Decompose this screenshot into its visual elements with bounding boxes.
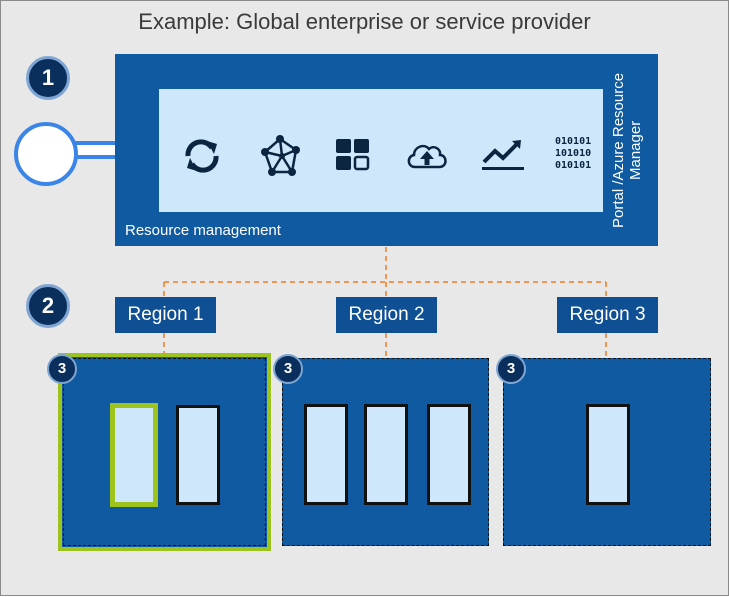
region-1-label: Region 1 [115,297,216,333]
refresh-icon [185,139,219,173]
region-2-vm-3 [427,404,471,505]
step-badge-3-region-2: 3 [273,354,303,384]
connector-bar [73,141,117,159]
resource-management-label: Resource management [125,222,281,239]
step-badge-3-region-3: 3 [496,354,526,384]
resource-management-box: 010101 101010 010101 Resource management… [115,54,658,246]
binary-line-2: 101010 [555,148,592,159]
diagram-title: Example: Global enterprise or service pr… [138,9,591,34]
region-2-vm-1 [304,404,348,505]
resource-icons-panel [159,89,603,212]
region-3-box [503,358,711,546]
binary-line-3: 010101 [555,160,592,171]
region-1-vm-1-selected [110,403,158,507]
step-badge-2: 2 [26,284,70,328]
step-badge-1: 1 [26,56,70,100]
cloud-upload-icon [407,144,447,169]
network-icon [261,135,300,176]
user-endpoint-circle [14,122,78,186]
region-2-box [282,358,489,546]
region-1-inner-border [63,358,266,546]
region-2-vm-2 [364,404,408,505]
region-2-label: Region 2 [336,297,437,333]
apps-icon [336,139,370,171]
region-1-vm-2 [176,405,220,505]
step-badge-3-region-1: 3 [47,354,77,384]
region-3-label: Region 3 [557,297,658,333]
trend-chart-icon [482,140,524,170]
binary-line-1: 010101 [555,136,592,147]
region-1-box [58,353,271,551]
binary-icon: 010101 101010 010101 [555,136,591,172]
region-3-vm-1 [586,404,630,505]
